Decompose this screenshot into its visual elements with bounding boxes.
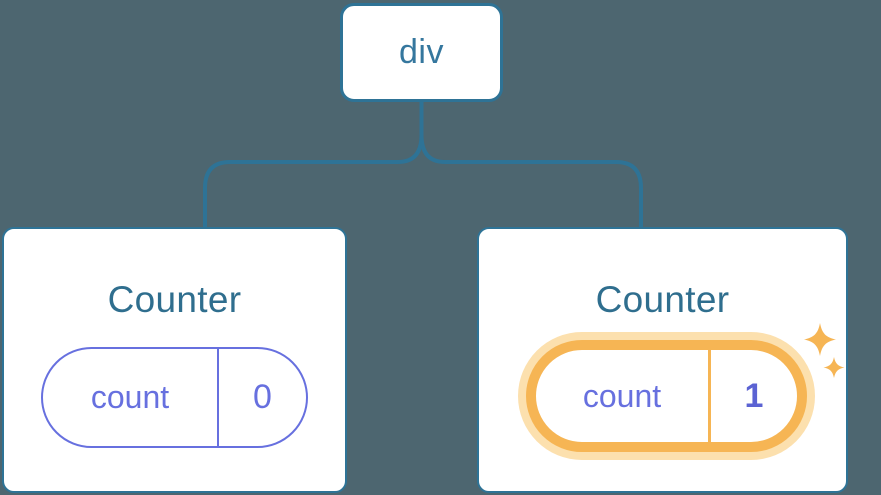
state-pill-left: count 0 (41, 347, 308, 448)
node-div-label: div (399, 33, 444, 71)
state-pill-right-highlighted: count 1 (526, 340, 807, 452)
counter-title-right: Counter (595, 279, 730, 320)
state-name-left: count (43, 349, 219, 446)
counter-card-right: Counter count 1 (477, 227, 848, 493)
connector-left-branch (203, 101, 424, 229)
connector-right-branch (419, 101, 643, 229)
sparkle-small (823, 357, 845, 378)
state-name-right: count (536, 350, 711, 442)
node-div: div (340, 3, 503, 102)
counter-card-left: Counter count 0 (2, 227, 347, 493)
counter-title-left: Counter (107, 279, 242, 320)
state-value-right: 1 (744, 376, 764, 415)
state-value-left: 0 (253, 378, 272, 416)
sparkle-large (804, 323, 836, 356)
sparkles-icon (804, 323, 845, 378)
